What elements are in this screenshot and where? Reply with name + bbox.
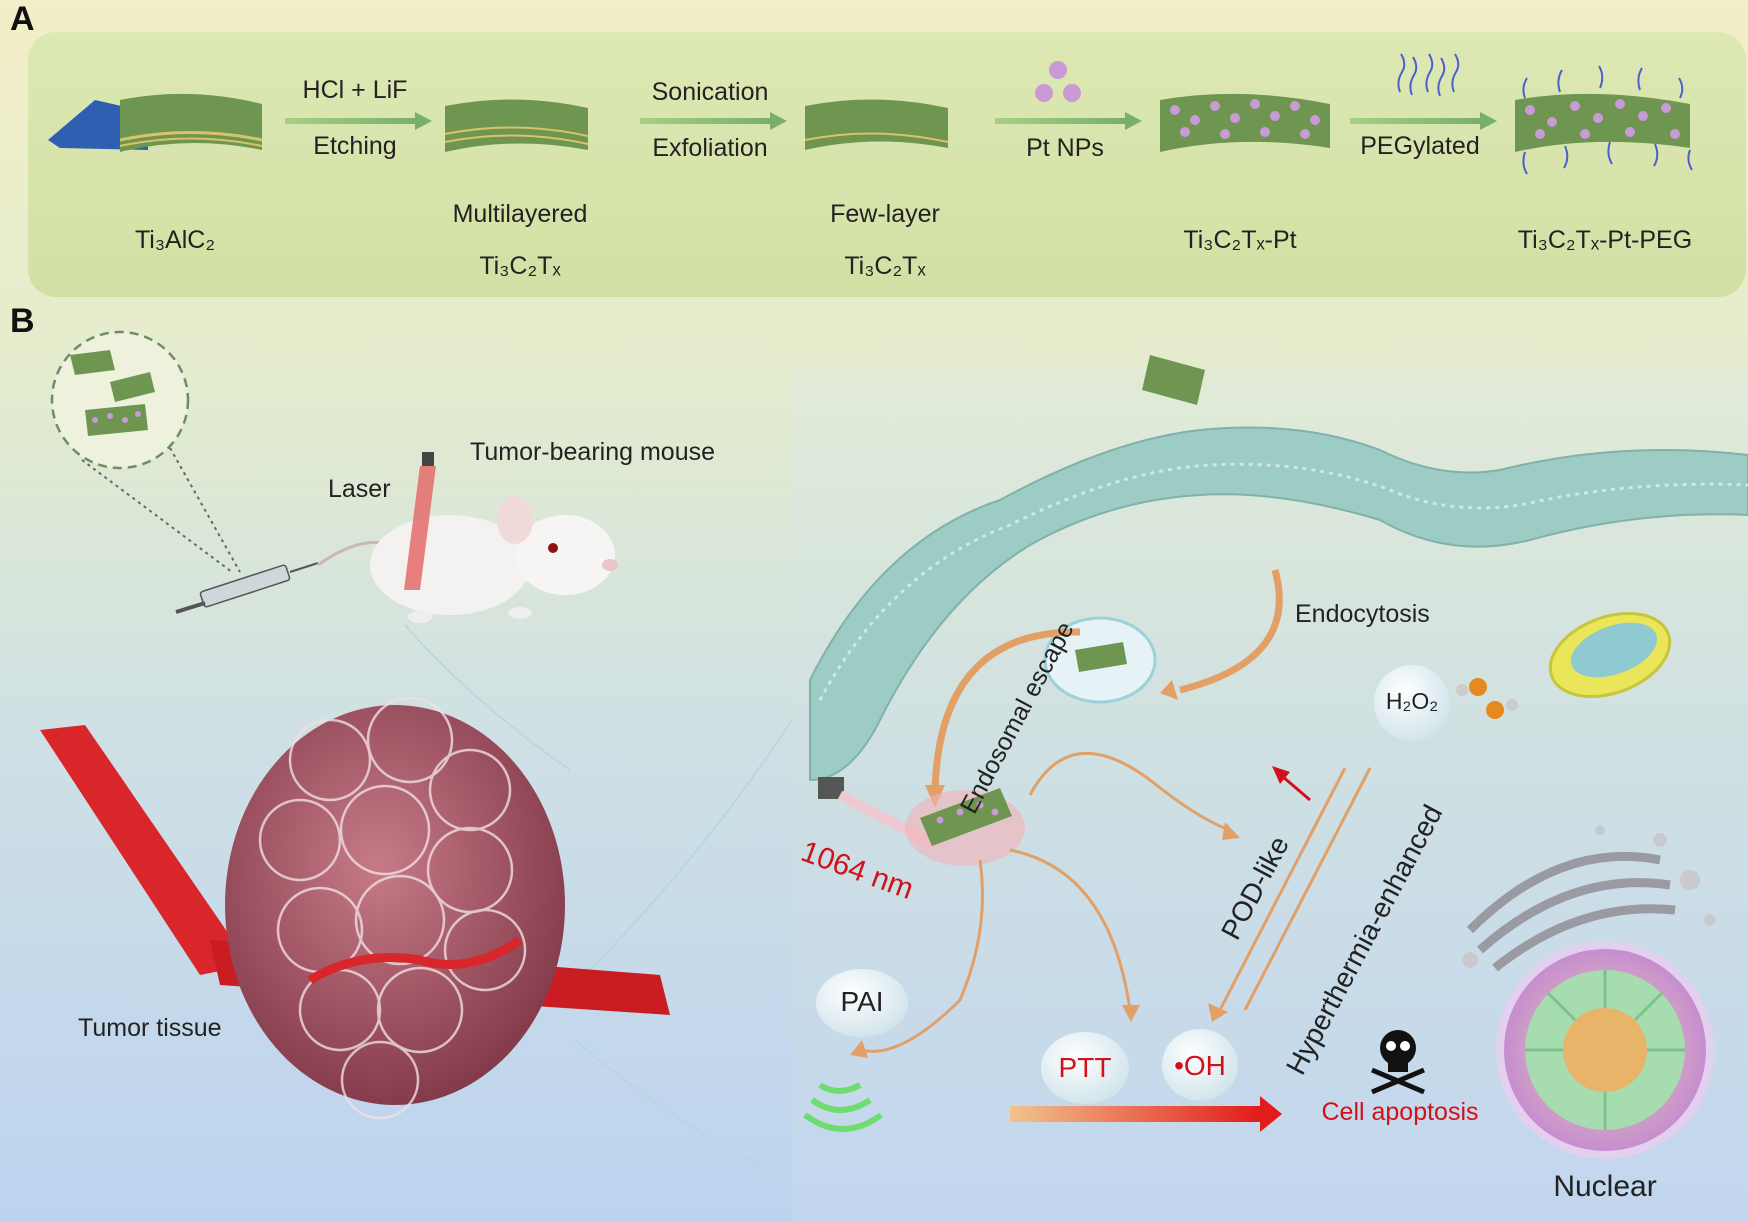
panel-b-letter: B xyxy=(10,302,35,340)
mouse-icon xyxy=(317,496,618,623)
tumor-bearing-mouse-label: Tumor-bearing mouse xyxy=(470,438,716,466)
apoptosis-arrow xyxy=(1010,1096,1282,1132)
endosome xyxy=(1043,616,1157,704)
ti3alc2-label: Ti₃AlC₂ xyxy=(134,226,216,254)
etching-reagent-label: HCl + LiF xyxy=(302,76,408,104)
synthesis-arrows xyxy=(285,112,1497,130)
etching-label: Etching xyxy=(313,132,397,160)
nuclear-label: Nuclear xyxy=(1553,1170,1657,1203)
pt-nps-label: Pt NPs xyxy=(1026,134,1104,162)
few-layer-formula: Ti₃C₂Tₓ xyxy=(844,252,926,280)
red-arrow xyxy=(1272,766,1311,802)
h2o2-label: H₂O₂ xyxy=(1385,688,1439,714)
sonication-label: Sonication xyxy=(651,78,769,106)
pt-np-icon xyxy=(1035,61,1081,102)
pt-peg-sheet xyxy=(1515,65,1693,175)
acoustic-wave-icon xyxy=(803,1082,883,1132)
oh-bubble xyxy=(1162,1029,1238,1101)
few-layer-sheet xyxy=(804,99,949,150)
ptt-bubble xyxy=(1041,1032,1129,1104)
panel-a-synthesis xyxy=(28,32,1746,297)
multilayered-label: Multilayered xyxy=(452,200,588,228)
pegylated-label: PEGylated xyxy=(1360,132,1480,160)
laser-icon xyxy=(404,452,436,590)
laser-label: Laser xyxy=(328,475,391,503)
skull-icon xyxy=(1371,1030,1425,1095)
peg-chain-icon xyxy=(1397,53,1460,97)
few-layer-label: Few-layer xyxy=(830,200,940,228)
pai-bubble xyxy=(816,969,908,1037)
nanoparticle-zoom-circle xyxy=(50,330,241,573)
golgi-icon xyxy=(1466,851,1676,972)
vesicles-icon xyxy=(1462,825,1716,968)
h2o2-bubble xyxy=(1374,665,1450,741)
floating-nanoparticle xyxy=(1142,355,1205,405)
ti3c2tx-pt-peg-label: Ti₃C₂Tₓ-Pt-PEG xyxy=(1517,226,1693,254)
tumor-tissue xyxy=(225,696,565,1120)
cell-nanoparticle xyxy=(905,788,1025,866)
ti3alc2-sheet xyxy=(48,93,263,152)
process-arrows xyxy=(859,751,1372,1053)
tumor-tissue-label: Tumor tissue xyxy=(78,1014,222,1042)
endocytosis-label: Endocytosis xyxy=(1295,600,1430,628)
ptt-label: PTT xyxy=(1058,1052,1112,1083)
cell-apoptosis-label: Cell apoptosis xyxy=(1321,1098,1479,1126)
nucleus-icon xyxy=(1496,941,1714,1159)
exfoliation-label: Exfoliation xyxy=(652,134,768,162)
pai-label: PAI xyxy=(840,986,884,1017)
cell-membrane xyxy=(809,426,1748,782)
panel-a-letter: A xyxy=(10,0,35,38)
mitochondrion-icon xyxy=(1548,611,1672,699)
syringe-icon xyxy=(175,562,319,614)
endocytosis-arrows xyxy=(931,569,1283,791)
multilayered-sheet xyxy=(444,99,589,152)
hydroxyl-radical-label: •OH xyxy=(1174,1050,1226,1081)
h2o2-molecules-icon xyxy=(1456,678,1518,719)
zoom-guide-lines xyxy=(404,624,793,1181)
ti3c2tx-pt-label: Ti₃C₂Tₓ-Pt xyxy=(1183,226,1297,254)
pt-sheet xyxy=(1160,93,1330,152)
multilayered-formula: Ti₃C₂Tₓ xyxy=(479,252,561,280)
